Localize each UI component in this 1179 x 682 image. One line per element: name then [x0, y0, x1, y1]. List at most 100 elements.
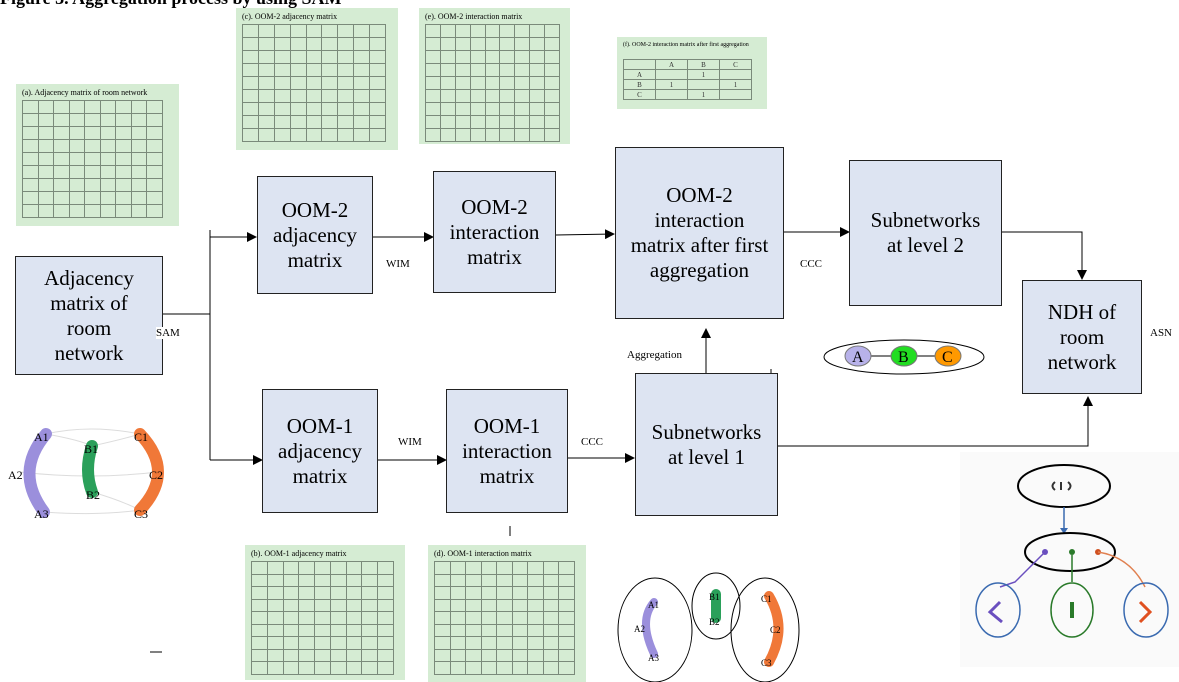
room-network-graph: A1 A2 A3 B1 B2 C1 C2 C3	[8, 428, 164, 521]
matrix-cell	[470, 64, 486, 77]
matrix-cell	[515, 129, 531, 142]
group-a-band	[23, 428, 52, 518]
matrix-cell	[426, 129, 441, 142]
matrix-cell	[466, 624, 482, 637]
arrow-sub-l2-ndh	[1002, 231, 1087, 280]
matrix-cell	[267, 587, 284, 600]
matrix-cell	[116, 192, 132, 205]
matrix-cell	[378, 637, 394, 650]
matrix-cell	[147, 153, 163, 166]
matrix-cell	[283, 649, 300, 662]
box-oom2-adjacency: OOM-2 adjacency matrix	[257, 176, 373, 294]
matrix-cell	[274, 129, 291, 142]
matrix-cell	[545, 38, 560, 51]
node-a2: A2	[8, 468, 23, 482]
matrix-cell	[370, 129, 386, 142]
node-b2: B2	[86, 488, 100, 502]
matrix-cell	[147, 166, 163, 179]
matrix-cell	[315, 612, 331, 625]
matrix-cell	[338, 64, 355, 77]
matrix-cell	[497, 637, 513, 650]
matrix-cell	[69, 127, 86, 140]
node-a1: A1	[34, 430, 49, 444]
matrix-b-grid	[251, 561, 394, 675]
matrix-cell	[315, 624, 331, 637]
matrix-cell	[450, 587, 467, 600]
matrix-cell	[330, 662, 347, 675]
matrix-cell	[330, 612, 347, 625]
matrix-cell	[440, 103, 456, 116]
matrix-cell	[116, 153, 132, 166]
matrix-cell	[315, 587, 331, 600]
matrix-cell	[559, 637, 575, 650]
sub-node-b2: B2	[709, 617, 720, 627]
matrix-cell	[338, 129, 355, 142]
matrix-cell	[354, 38, 371, 51]
matrix-cell	[274, 38, 291, 51]
matrix-b-title: (b). OOM-1 adjacency matrix	[251, 549, 347, 558]
matrix-cell	[470, 38, 486, 51]
matrix-cell	[481, 599, 498, 612]
matrix-cell	[322, 116, 339, 129]
matrix-cell	[354, 64, 371, 77]
matrix-cell	[338, 77, 355, 90]
matrix-f-cell	[656, 70, 688, 80]
matrix-cell	[450, 574, 467, 587]
matrix-cell	[481, 562, 498, 575]
matrix-cell	[23, 101, 39, 114]
matrix-cell	[440, 129, 456, 142]
matrix-cell	[306, 64, 323, 77]
matrix-cell	[426, 77, 441, 90]
matrix-cell	[306, 25, 323, 38]
matrix-cell	[322, 64, 339, 77]
matrix-cell	[54, 166, 70, 179]
matrix-cell	[545, 116, 560, 129]
matrix-cell	[354, 90, 371, 103]
matrix-cell	[131, 192, 148, 205]
matrix-cell	[315, 574, 331, 587]
matrix-cell	[274, 77, 291, 90]
matrix-cell	[485, 64, 501, 77]
matrix-cell	[485, 51, 501, 64]
matrix-cell	[426, 38, 441, 51]
matrix-cell	[346, 587, 363, 600]
matrix-cell	[500, 64, 516, 77]
group-c-band	[134, 428, 164, 516]
matrix-cell	[378, 574, 394, 587]
matrix-cell	[131, 205, 148, 218]
matrix-cell	[346, 574, 363, 587]
matrix-cell	[315, 637, 331, 650]
matrix-cell	[258, 51, 275, 64]
matrix-cell	[426, 90, 441, 103]
matrix-cell	[306, 116, 323, 129]
matrix-cell	[299, 612, 316, 625]
matrix-cell	[470, 116, 486, 129]
matrix-cell	[362, 637, 379, 650]
matrix-cell	[23, 114, 39, 127]
matrix-cell	[85, 192, 101, 205]
matrix-cell	[500, 77, 516, 90]
matrix-cell	[512, 587, 529, 600]
matrix-cell	[38, 153, 55, 166]
matrix-cell	[243, 38, 259, 51]
matrix-cell	[252, 662, 268, 675]
matrix-cell	[497, 612, 513, 625]
matrix-cell	[530, 90, 546, 103]
matrix-cell	[440, 90, 456, 103]
matrix-cell	[528, 562, 544, 575]
matrix-cell	[481, 587, 498, 600]
matrix-cell	[528, 624, 544, 637]
matrix-cell	[378, 587, 394, 600]
matrix-cell	[450, 649, 467, 662]
matrix-cell	[23, 179, 39, 192]
matrix-cell	[559, 649, 575, 662]
matrix-cell	[435, 637, 451, 650]
matrix-cell	[545, 77, 560, 90]
matrix-cell	[435, 624, 451, 637]
matrix-cell	[100, 205, 117, 218]
matrix-cell	[470, 25, 486, 38]
matrix-cell	[306, 103, 323, 116]
box-ndh-room-network: NDH of room network	[1022, 280, 1142, 394]
matrix-cell	[290, 25, 307, 38]
